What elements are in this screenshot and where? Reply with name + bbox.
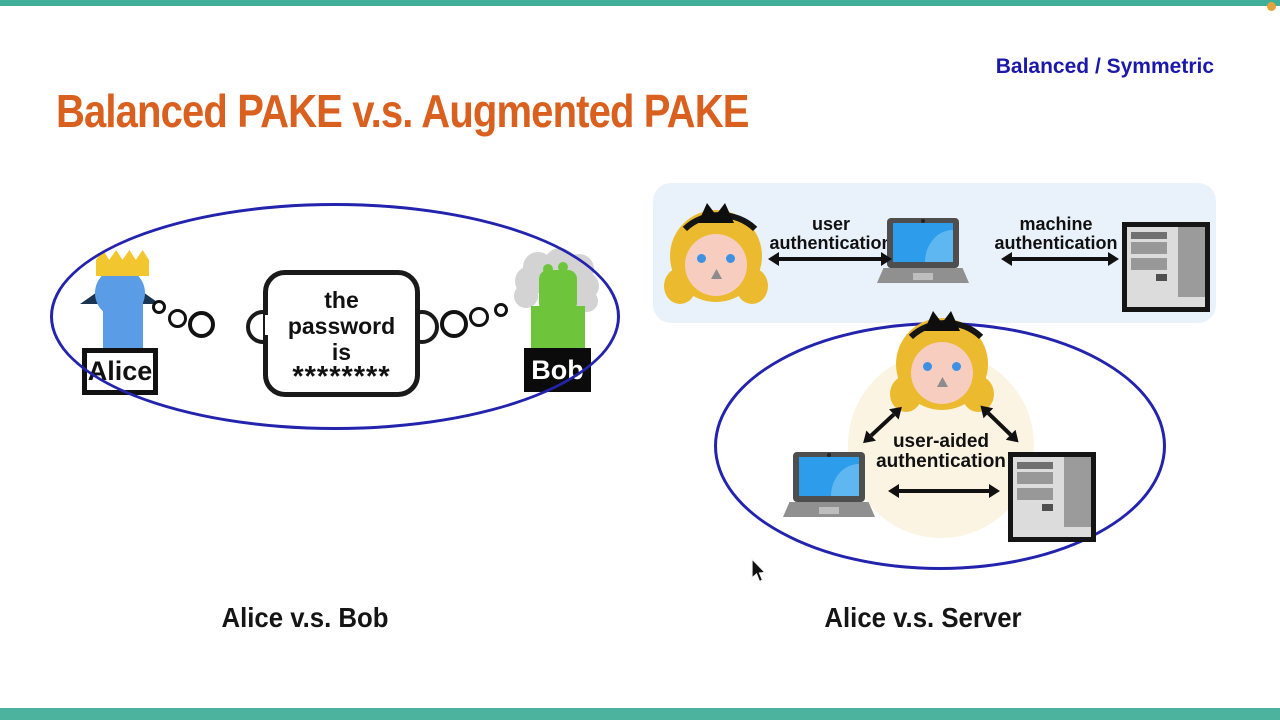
nose-icon — [711, 269, 722, 279]
girl-face — [685, 234, 747, 296]
screen-shine — [925, 230, 953, 262]
double-arrow-icon — [899, 489, 989, 493]
nose-icon — [937, 377, 948, 387]
server-button — [1156, 274, 1167, 281]
camera-dot-icon — [827, 453, 831, 457]
top-accent-bar — [0, 0, 1280, 6]
girl-face — [911, 342, 973, 404]
double-arrow-icon — [1012, 257, 1108, 261]
screen-shine — [831, 464, 859, 496]
server-slot — [1131, 232, 1167, 239]
girl-avatar — [664, 203, 772, 318]
page-title: Balanced PAKE v.s. Augmented PAKE — [56, 85, 749, 137]
machine-auth-label: machine authentication — [994, 214, 1118, 253]
camera-dot-icon — [921, 219, 925, 223]
double-arrow-icon — [779, 257, 881, 261]
eye-icon — [697, 254, 706, 263]
eye-icon — [952, 362, 961, 371]
user-auth-label: user authentication — [769, 214, 893, 253]
laptop-icon — [783, 452, 875, 518]
mouse-cursor — [750, 557, 768, 589]
server-slot — [1017, 462, 1053, 469]
eye-icon — [923, 362, 932, 371]
server-icon — [1122, 222, 1210, 312]
girl-avatar — [890, 311, 998, 426]
eye-icon — [726, 254, 735, 263]
laptop-touchpad — [913, 273, 933, 280]
server-panel — [1064, 457, 1091, 527]
server-button — [1042, 504, 1053, 511]
recording-dot-icon — [1267, 2, 1276, 11]
server-slot — [1131, 258, 1167, 270]
caption-right: Alice v.s. Server — [824, 602, 1022, 633]
bottom-accent-bar — [0, 708, 1280, 720]
server-panel — [1178, 227, 1205, 297]
laptop-display — [893, 223, 953, 262]
server-slot — [1017, 488, 1053, 500]
laptop-touchpad — [819, 507, 839, 514]
server-icon — [1008, 452, 1096, 542]
server-slot — [1131, 242, 1167, 254]
laptop-icon — [877, 218, 969, 284]
caption-left: Alice v.s. Bob — [221, 602, 389, 633]
corner-label: Balanced / Symmetric — [995, 55, 1214, 78]
laptop-display — [799, 457, 859, 496]
balanced-ellipse — [50, 203, 620, 430]
server-slot — [1017, 472, 1053, 484]
user-aided-auth-label: user-aided authentication — [876, 431, 1006, 472]
